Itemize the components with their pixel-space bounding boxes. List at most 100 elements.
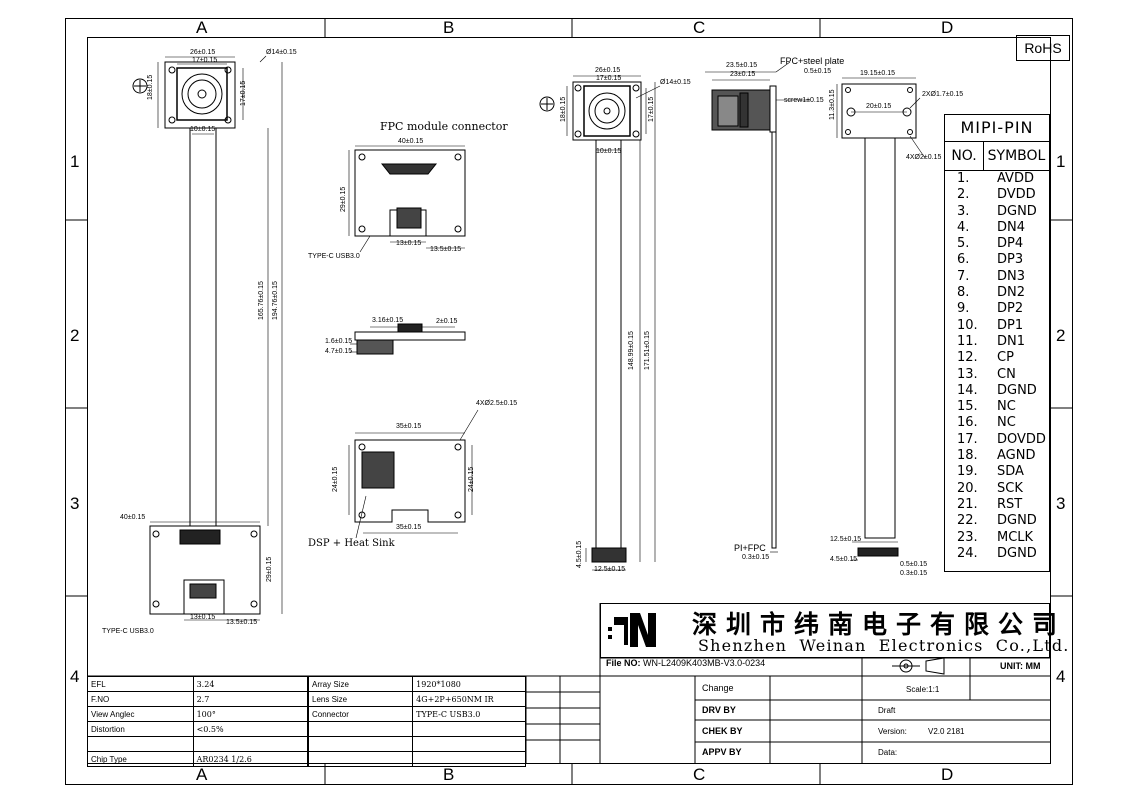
param-value: 2.7 <box>192 691 309 707</box>
pin-row: 3.DGND <box>945 204 1049 220</box>
zone-row-3-right: 3 <box>1056 494 1066 513</box>
param-value: TYPE-C USB3.0 <box>412 706 526 722</box>
pin-symbol: AGND <box>997 448 1036 464</box>
view-a-dim-flex: 10±0.15 <box>190 126 216 133</box>
view-c-dim-hole: Ø14±0.15 <box>660 79 691 86</box>
pin-row: 14.DGND <box>945 383 1049 399</box>
pin-symbol: SDA <box>997 464 1024 480</box>
view-d-dim-pitch: 20±0.15 <box>866 103 892 110</box>
param-row: Distortion<0.5% <box>87 721 309 737</box>
view-d-label-screw: screw1±0.15 <box>784 97 824 104</box>
view-b-side-dim-b: 2±0.15 <box>436 318 458 325</box>
view-b-bottom-dim-width: 35±0.15 <box>396 423 422 430</box>
param-value: 4G+2P+650NM IR <box>412 691 526 707</box>
pin-row: 5.DP4 <box>945 236 1049 252</box>
view-a-dim-length-outer: 194.76±0.15 <box>272 281 279 320</box>
drawing-inner-frame <box>87 37 1051 764</box>
zone-row-3-left: 3 <box>70 494 80 513</box>
view-a-dim-length-inner: 165.76±0.15 <box>258 281 265 320</box>
param-value <box>192 736 309 752</box>
file-no: File NO: WN-L2409K403MB-V3.0-0234 <box>606 658 765 668</box>
view-c-dim-side-left: 18±0.15 <box>560 96 567 122</box>
pin-symbol: DN1 <box>997 333 1026 349</box>
version-label: Version: <box>878 727 907 736</box>
view-b-side-dim-c: 1.6±0.15 <box>325 338 353 345</box>
view-b-dim-height: 29±0.15 <box>340 186 347 212</box>
view-a-camera-module <box>132 55 283 621</box>
view-c-dim-top-inner: 17±0.15 <box>596 75 622 82</box>
zone-col-b-bottom: B <box>443 765 455 784</box>
param-key <box>307 736 414 752</box>
view-d-dim-d: 19.15±0.15 <box>860 70 895 77</box>
view-d-dim-end-a: 0.5±0.15 <box>900 561 928 568</box>
pin-symbol: NC <box>997 399 1016 415</box>
view-c-dim-end-height: 4.5±0.15 <box>576 540 583 568</box>
param-key <box>307 721 414 737</box>
view-c-dim-top-outer: 26±0.15 <box>595 67 621 74</box>
view-d-dim-end-height: 4.5±0.15 <box>830 556 858 563</box>
title-block-header <box>600 603 1050 658</box>
pin-symbol: CP <box>997 350 1014 366</box>
view-a-dim-conn-width: 13±0.15 <box>190 614 216 621</box>
pin-row: 8. DN2 <box>945 285 1049 301</box>
pin-row: 10. DP1 <box>945 318 1049 334</box>
param-key: F.NO <box>87 691 194 707</box>
pin-number: 12. <box>957 350 978 366</box>
pin-number: 4. <box>957 219 970 235</box>
view-b-bottom-dim-bottom: 35±0.15 <box>396 524 422 531</box>
pin-number: 11. <box>957 333 978 349</box>
pin-number: 17. <box>957 431 978 447</box>
file-no-value: WN-L2409K403MB-V3.0-0234 <box>643 658 766 668</box>
param-key: EFL <box>87 676 194 692</box>
pin-number: 2. <box>957 187 970 203</box>
pin-symbol: RST <box>997 496 1023 512</box>
pin-row: 20.SCK <box>945 481 1049 497</box>
pin-symbol: DP4 <box>997 236 1024 252</box>
zone-col-c-top: C <box>693 18 706 37</box>
pin-row: 21.RST <box>945 497 1049 513</box>
view-d-side-profile <box>705 61 810 553</box>
pin-symbol: DP1 <box>997 317 1024 333</box>
company-name-en: Shenzhen Weinan Electronics Co.,Ltd. <box>698 636 1070 655</box>
zone-row-2-left: 2 <box>70 326 80 345</box>
param-value: 3.24 <box>192 676 309 692</box>
pin-row: 15.NC <box>945 399 1049 415</box>
view-b-conn-label: TYPE-C USB3.0 <box>308 253 360 260</box>
view-a-dim-board-width: 40±0.15 <box>120 514 146 521</box>
pin-number: 14. <box>957 382 978 398</box>
pin-symbol: DGND <box>997 203 1037 219</box>
rohs-badge: RoHS <box>1016 35 1070 61</box>
view-b-bottom-dim-right: 24±0.15 <box>468 466 475 492</box>
pin-row: 23.MCLK <box>945 530 1049 546</box>
pin-row: 11. DN1 <box>945 334 1049 350</box>
view-d-dim-a: 23.5±0.15 <box>726 62 758 69</box>
file-no-label: File NO: <box>606 658 641 668</box>
pin-row: 2.DVDD <box>945 187 1049 203</box>
pin-symbol: CN <box>997 366 1016 382</box>
param-key: Chip Type <box>87 751 194 767</box>
param-key: Array Size <box>307 676 414 692</box>
zone-row-4-left: 4 <box>70 667 80 686</box>
pin-number: 9. <box>957 301 970 317</box>
view-d-dim-c: 0.5±0.15 <box>804 68 832 75</box>
view-b-bottom <box>348 409 479 539</box>
pin-number: 10. <box>957 317 978 333</box>
pin-row: 18.AGND <box>945 448 1049 464</box>
pin-symbol: DOVDD <box>997 431 1046 447</box>
view-b-dim-conn-offset: 13.5±0.15 <box>430 246 462 253</box>
param-key: Connector <box>307 706 414 722</box>
pin-symbol: DN2 <box>997 285 1026 301</box>
param-row <box>87 736 309 752</box>
pin-number: 24. <box>957 545 978 561</box>
view-d-dim-pi: 0.3±0.15 <box>742 554 770 561</box>
param-key: View Anglec <box>87 706 194 722</box>
pin-number: 8. <box>957 285 970 301</box>
version-value: V2.0 2181 <box>928 727 965 736</box>
view-d-label-pi: PI+FPC <box>734 543 766 553</box>
view-a-dim-top-inner: 17±0.15 <box>192 57 218 64</box>
view-a-dim-side-right: 17±0.15 <box>240 80 247 106</box>
pin-number: 16. <box>957 415 978 431</box>
view-b-side-dim-d: 4.7±0.15 <box>325 348 353 355</box>
view-b-side <box>350 323 466 355</box>
